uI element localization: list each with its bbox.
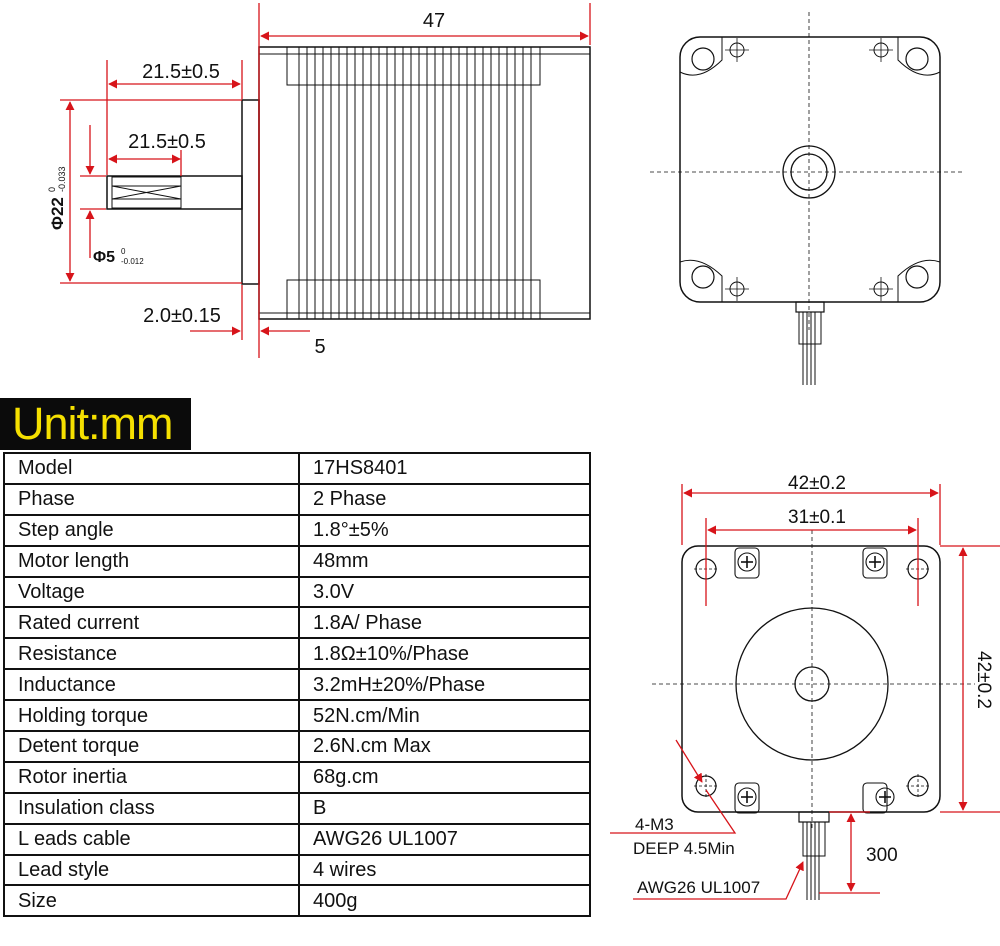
spec-key: Step angle <box>3 513 300 547</box>
spec-key: Motor length <box>3 544 300 578</box>
spec-key: Resistance <box>3 637 300 671</box>
dim-boss-tol-upper: 0 <box>47 187 57 192</box>
spec-value: 68g.cm <box>298 760 591 794</box>
spec-value: 3.2mH±20%/Phase <box>298 668 591 702</box>
dim-flange: 5 <box>314 336 325 358</box>
dim-shaft-length: 21.5±0.5 <box>142 61 220 83</box>
spec-value: 2.6N.cm Max <box>298 730 591 763</box>
spec-value: 1.8A/ Phase <box>298 606 591 640</box>
dim-shaft-tol-lower: -0.012 <box>121 257 144 266</box>
spec-key: Model <box>3 452 300 485</box>
dim-boss-tol-lower: -0.033 <box>57 166 67 192</box>
unit-badge: Unit:mm <box>0 398 191 450</box>
spec-key: Insulation class <box>3 791 300 825</box>
spec-value: 400g <box>298 884 591 918</box>
dim-cable-length: 300 <box>866 845 898 866</box>
dim-shaft-tol-upper: 0 <box>121 247 126 256</box>
spec-key: L eads cable <box>3 822 300 856</box>
spec-key: Lead style <box>3 853 300 887</box>
spec-value: 3.0V <box>298 575 591 609</box>
spec-value: 1.8°±5% <box>298 513 591 547</box>
note-screw: 4-M3 <box>635 815 674 834</box>
spec-value: 52N.cm/Min <box>298 699 591 733</box>
spec-value: B <box>298 791 591 825</box>
spec-value: 4 wires <box>298 853 591 887</box>
spec-key: Holding torque <box>3 699 300 733</box>
spec-key: Rated current <box>3 606 300 640</box>
spec-key: Detent torque <box>3 730 300 763</box>
dim-width-outer: 42±0.2 <box>788 473 846 494</box>
side-view: 47 21.5±0.5 21.5±0.5 Φ22 0 -0.033 Φ5 0 -… <box>47 3 591 358</box>
dim-boss-diameter: Φ22 <box>48 197 67 230</box>
front-view: 42±0.2 31±0.1 42±0.2 4-M3 DEEP 4.5Min 30… <box>610 473 1000 900</box>
rear-view <box>650 12 965 385</box>
spec-value: 48mm <box>298 544 591 578</box>
note-depth: DEEP 4.5Min <box>633 839 735 858</box>
dim-hole-spacing: 31±0.1 <box>788 507 846 528</box>
spec-value: 17HS8401 <box>298 452 591 485</box>
spec-value: 1.8Ω±10%/Phase <box>298 637 591 671</box>
spec-key: Size <box>3 884 300 918</box>
spec-value: 2 Phase <box>298 482 591 516</box>
dim-shaft-diameter: Φ5 <box>93 249 115 266</box>
spec-key: Voltage <box>3 575 300 609</box>
dim-flat-length: 21.5±0.5 <box>128 131 206 153</box>
dim-boss-height: 2.0±0.15 <box>143 305 221 327</box>
note-cable: AWG26 UL1007 <box>637 878 760 897</box>
spec-key: Rotor inertia <box>3 760 300 794</box>
spec-value: AWG26 UL1007 <box>298 822 591 856</box>
dim-body-length: 47 <box>423 10 445 32</box>
spec-key: Phase <box>3 482 300 516</box>
unit-label: Unit:mm <box>12 398 173 449</box>
dim-height: 42±0.2 <box>973 651 994 709</box>
spec-key: Inductance <box>3 668 300 702</box>
